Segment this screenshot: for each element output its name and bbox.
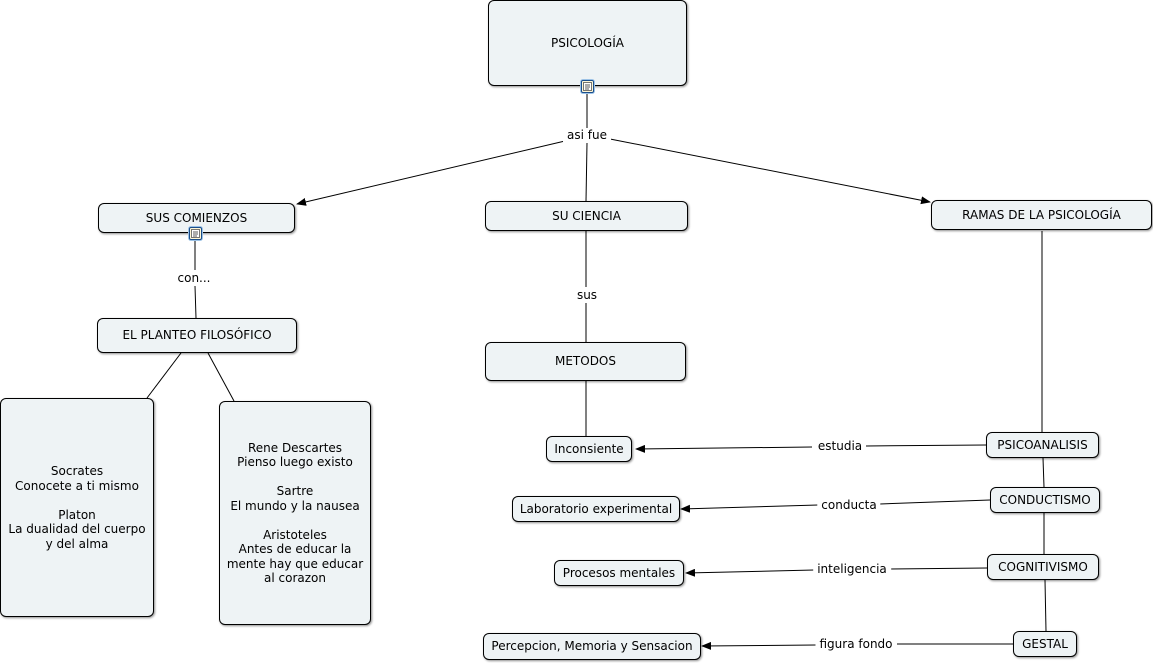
line-psicoanalisis-estudia: [865, 444, 987, 447]
document-icon-glyph: [191, 229, 200, 238]
link-label-conducta[interactable]: conducta: [817, 498, 881, 512]
node-psicologia[interactable]: PSICOLOGÍA: [488, 0, 687, 86]
arrow-to-ramas: [609, 138, 931, 205]
node-metodos[interactable]: METODOS: [485, 342, 686, 381]
node-inconsiente[interactable]: Inconsiente: [546, 436, 632, 462]
line-planteo-descartes: [207, 352, 235, 402]
link-label-inteligencia[interactable]: inteligencia: [813, 562, 891, 576]
line-psicoanalisis-conductismo: [1042, 457, 1045, 488]
node-gestal[interactable]: GESTAL: [1013, 631, 1077, 657]
line-cognitivismo-gestal: [1044, 579, 1047, 632]
node-ramas-de-la-psicologia[interactable]: RAMAS DE LA PSICOLOGÍA: [931, 200, 1152, 230]
node-cognitivismo[interactable]: COGNITIVISMO: [987, 554, 1099, 580]
node-descartes-sartre-aristoteles[interactable]: Rene Descartes Pienso luego existo Sartr…: [219, 401, 371, 625]
arrow-to-sus-comienzos: [296, 140, 566, 206]
link-label-figura-fondo[interactable]: figura fondo: [815, 637, 897, 651]
line-planteo-socrates: [146, 352, 182, 399]
document-icon[interactable]: [581, 80, 594, 93]
node-procesos-mentales[interactable]: Procesos mentales: [554, 560, 684, 586]
document-icon[interactable]: [189, 227, 202, 240]
line-conductismo-conducta: [879, 499, 991, 505]
node-su-ciencia[interactable]: SU CIENCIA: [485, 201, 688, 231]
node-el-planteo-filosofico[interactable]: EL PLANTEO FILOSÓFICO: [97, 318, 297, 353]
node-percepcion-memoria-sensacion[interactable]: Percepcion, Memoria y Sensacion: [483, 633, 701, 660]
node-conductismo[interactable]: CONDUCTISMO: [990, 487, 1100, 513]
arrow-inteligencia-procesos: [685, 568, 815, 577]
arrow-figura-percepcion: [701, 641, 817, 650]
line-cognitivismo-inteligencia: [889, 567, 988, 570]
link-label-estudia[interactable]: estudia: [813, 439, 867, 453]
node-psicoanalisis[interactable]: PSICOANALISIS: [986, 432, 1099, 458]
node-laboratorio-experimental[interactable]: Laboratorio experimental: [512, 496, 680, 522]
document-icon-glyph: [583, 82, 592, 91]
node-socrates-platon[interactable]: Socrates Conocete a ti mismo Platon La d…: [0, 398, 154, 617]
link-label-asi-fue[interactable]: asi fue: [563, 128, 611, 142]
link-label-con[interactable]: con...: [173, 271, 215, 285]
arrow-estudia-inconsiente: [635, 444, 813, 453]
line-asifue-ciencia: [585, 142, 588, 202]
arrow-conducta-laboratorio: [680, 504, 819, 513]
line-con-planteo: [194, 285, 197, 319]
link-label-sus[interactable]: sus: [572, 288, 602, 302]
